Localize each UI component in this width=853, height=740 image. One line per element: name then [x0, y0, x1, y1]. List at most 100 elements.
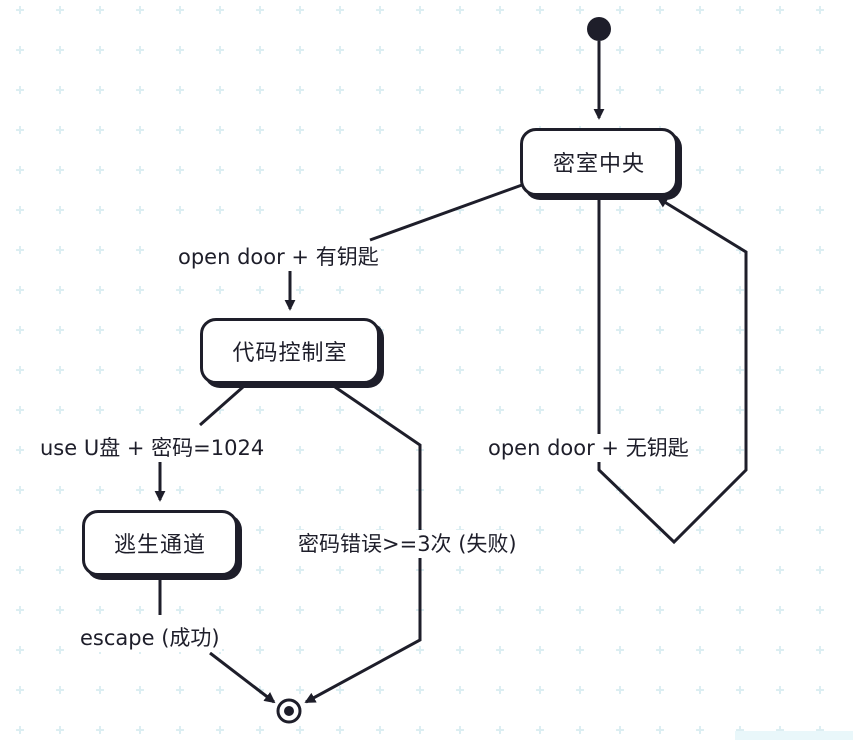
grid-plus: [496, 126, 504, 134]
grid-plus: [216, 6, 224, 14]
grid-plus: [536, 486, 544, 494]
grid-plus: [496, 486, 504, 494]
grid-plus: [96, 326, 104, 334]
grid-plus: [176, 366, 184, 374]
grid-plus: [456, 166, 464, 174]
grid-plus: [56, 406, 64, 414]
grid-plus: [696, 606, 704, 614]
grid-plus: [96, 206, 104, 214]
grid-plus: [736, 126, 744, 134]
grid-plus: [456, 406, 464, 414]
grid-plus: [456, 126, 464, 134]
grid-plus: [816, 206, 824, 214]
grid-plus: [616, 286, 624, 294]
grid-plus: [536, 566, 544, 574]
grid-plus: [496, 46, 504, 54]
grid-plus: [776, 406, 784, 414]
grid-plus: [736, 206, 744, 214]
state-escape-route[interactable]: 逃生通道: [82, 510, 238, 576]
grid-plus: [816, 286, 824, 294]
grid-plus: [376, 286, 384, 294]
grid-plus: [696, 286, 704, 294]
grid-plus: [176, 406, 184, 414]
grid-plus: [16, 366, 24, 374]
grid-plus: [536, 326, 544, 334]
grid-plus: [136, 166, 144, 174]
grid-plus: [616, 6, 624, 14]
grid-plus: [56, 166, 64, 174]
grid-plus: [256, 86, 264, 94]
grid-plus: [776, 526, 784, 534]
grid-plus: [296, 86, 304, 94]
grid-plus: [136, 486, 144, 494]
grid-plus: [576, 566, 584, 574]
grid-plus: [296, 726, 304, 734]
grid-plus: [176, 86, 184, 94]
grid-plus: [456, 326, 464, 334]
grid-plus: [176, 486, 184, 494]
grid-plus: [256, 726, 264, 734]
grid-plus: [16, 606, 24, 614]
grid-plus: [376, 646, 384, 654]
grid-plus: [656, 286, 664, 294]
grid-plus: [176, 46, 184, 54]
grid-plus: [576, 486, 584, 494]
grid-plus: [456, 366, 464, 374]
grid-plus: [56, 46, 64, 54]
grid-plus: [296, 6, 304, 14]
grid-plus: [456, 6, 464, 14]
edge-center-self-loop: [597, 196, 748, 545]
grid-plus: [496, 6, 504, 14]
grid-plus: [496, 646, 504, 654]
grid-plus: [336, 686, 344, 694]
grid-plus: [16, 86, 24, 94]
final-node-inner: [284, 706, 294, 716]
grid-plus: [16, 686, 24, 694]
grid-plus: [616, 526, 624, 534]
grid-plus: [256, 526, 264, 534]
grid-plus: [616, 566, 624, 574]
state-code-control-room[interactable]: 代码控制室: [200, 318, 380, 384]
grid-plus: [776, 366, 784, 374]
grid-plus: [656, 6, 664, 14]
state-escape-route-label: 逃生通道: [113, 533, 206, 558]
grid-plus: [296, 646, 304, 654]
grid-plus: [776, 646, 784, 654]
grid-plus: [576, 86, 584, 94]
grid-plus: [816, 606, 824, 614]
grid-plus: [256, 126, 264, 134]
grid-plus: [416, 686, 424, 694]
grid-plus: [416, 366, 424, 374]
grid-plus: [656, 46, 664, 54]
grid-plus: [96, 366, 104, 374]
grid-plus: [416, 86, 424, 94]
grid-plus: [96, 286, 104, 294]
grid-plus: [536, 406, 544, 414]
edge-escape-to-final-arrow: [209, 651, 276, 704]
grid-plus: [336, 126, 344, 134]
grid-plus: [136, 326, 144, 334]
grid-plus: [736, 406, 744, 414]
grid-plus: [816, 646, 824, 654]
canvas-corner-strip: [735, 731, 853, 740]
grid-plus: [536, 726, 544, 734]
grid-plus: [16, 446, 24, 454]
grid-plus: [216, 166, 224, 174]
grid-plus: [296, 606, 304, 614]
grid-plus: [776, 6, 784, 14]
grid-plus: [736, 646, 744, 654]
grid-plus: [736, 686, 744, 694]
grid-plus: [816, 366, 824, 374]
grid-plus: [16, 206, 24, 214]
grid-plus: [696, 646, 704, 654]
grid-plus: [56, 6, 64, 14]
grid-plus: [576, 526, 584, 534]
grid-plus: [496, 286, 504, 294]
state-center-room-label: 密室中央: [552, 152, 645, 177]
grid-plus: [176, 166, 184, 174]
grid-plus: [496, 166, 504, 174]
state-center-room[interactable]: 密室中央: [520, 128, 678, 196]
grid-plus: [496, 686, 504, 694]
grid-plus: [216, 206, 224, 214]
